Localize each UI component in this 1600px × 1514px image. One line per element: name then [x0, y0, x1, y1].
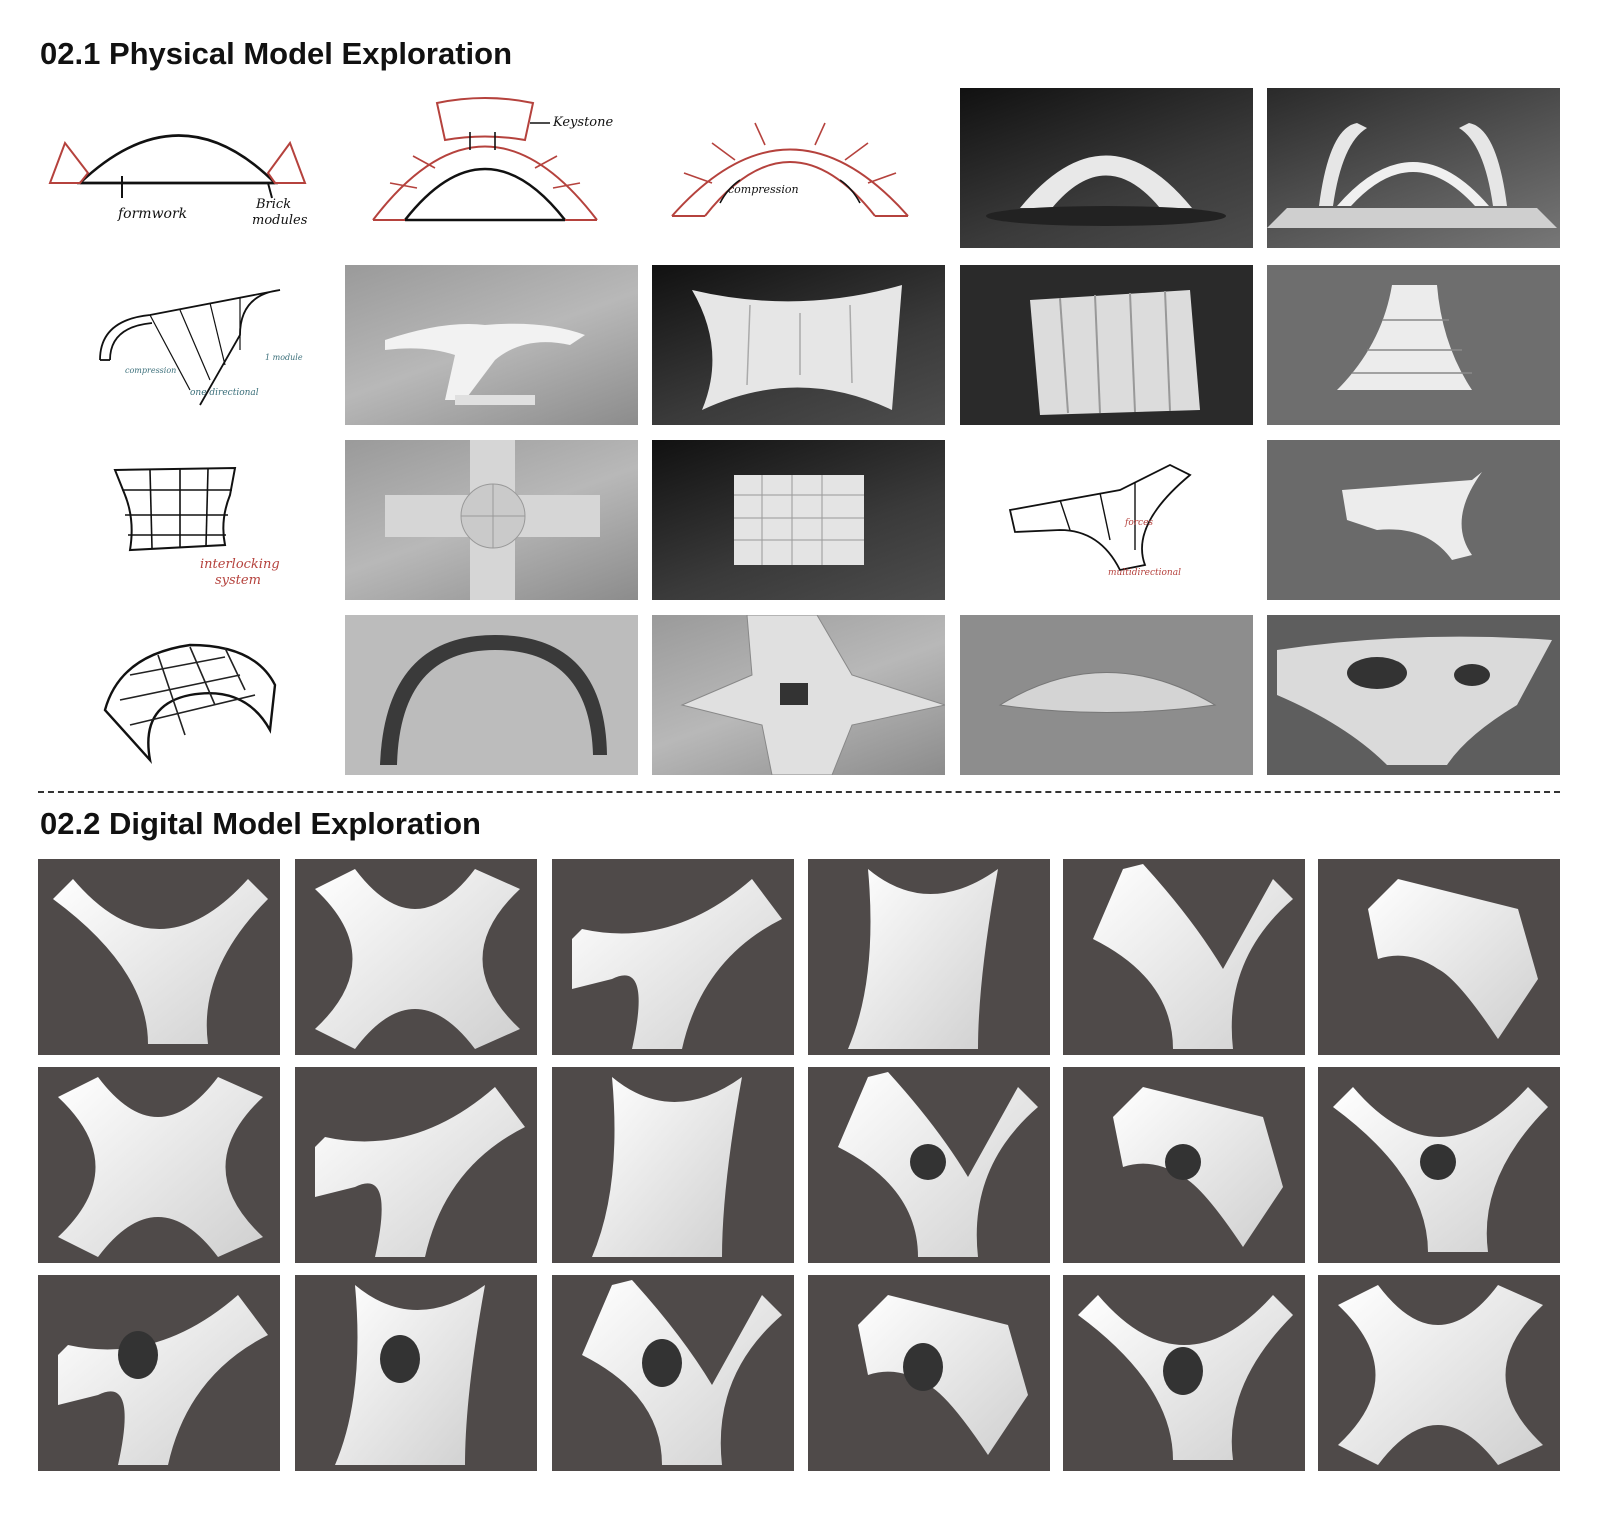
label-one-module: 1 module [265, 353, 303, 362]
sketch-grid-vault [40, 615, 315, 775]
label-formwork: formwork [117, 206, 187, 222]
digital-render-r1-c3 [552, 859, 794, 1055]
label-compression-small: compression [125, 366, 176, 375]
label-system: system [215, 573, 261, 588]
sketch-keystone-arch: Keystone [345, 88, 620, 248]
digital-render-r1-c6 [1318, 859, 1560, 1055]
digital-render-r3-c2 [295, 1275, 537, 1471]
digital-render-r1-c1 [38, 859, 280, 1055]
digital-render-r2-c2 [295, 1067, 537, 1263]
digital-render-r3-c6 [1318, 1275, 1560, 1471]
section-title-digital: 02.2 Digital Model Exploration [40, 806, 481, 841]
digital-render-r2-c5 [1063, 1067, 1305, 1263]
label-forces: forces [1124, 518, 1153, 528]
label-interlocking: interlocking [200, 557, 280, 572]
photo-brick-dome [960, 615, 1253, 775]
label-compression: compression [728, 183, 799, 196]
digital-render-r1-c2 [295, 859, 537, 1055]
label-brick: Brick [255, 197, 291, 212]
label-multidirectional: multidirectional [1108, 568, 1181, 578]
label-keystone: Keystone [552, 115, 613, 130]
photo-grid-arch [345, 615, 638, 775]
photo-puzzle-blocks [652, 440, 945, 600]
section-title-physical: 02.1 Physical Model Exploration [40, 36, 513, 71]
digital-render-r3-c3 [552, 1275, 794, 1471]
digital-render-r1-c5 [1063, 859, 1305, 1055]
digital-render-r2-c6 [1318, 1067, 1560, 1263]
sketch-compression-arch: compression [650, 88, 925, 248]
photo-vault-low [345, 265, 638, 425]
digital-render-r3-c1 [38, 1275, 280, 1471]
photo-stone-arch [960, 88, 1253, 248]
digital-render-r2-c1 [38, 1067, 280, 1263]
sketch-interlocking: interlocking system [40, 440, 315, 600]
digital-render-r3-c4 [808, 1275, 1050, 1471]
label-one-directional: one directional [190, 388, 259, 398]
photo-tri-shell [1267, 440, 1560, 600]
sketch-barrel-vault: compression 1 module one directional [40, 265, 315, 425]
sketch-formwork-arch: formwork Brick modules [40, 88, 315, 248]
photo-tapered-vault [1267, 265, 1560, 425]
digital-render-r3-c5 [1063, 1275, 1305, 1471]
photo-vault-top [652, 265, 945, 425]
photo-brick-cross [652, 615, 945, 775]
photo-cross-model [345, 440, 638, 600]
digital-render-r1-c4 [808, 859, 1050, 1055]
digital-render-r2-c3 [552, 1067, 794, 1263]
sketch-multidirectional: forces multidirectional [960, 440, 1253, 600]
photo-brick-shell-openings [1267, 615, 1560, 775]
label-modules: modules [252, 213, 308, 228]
section-divider [38, 791, 1560, 793]
photo-panel-stack [960, 265, 1253, 425]
digital-render-r2-c4 [808, 1067, 1050, 1263]
photo-double-arch [1267, 88, 1560, 248]
